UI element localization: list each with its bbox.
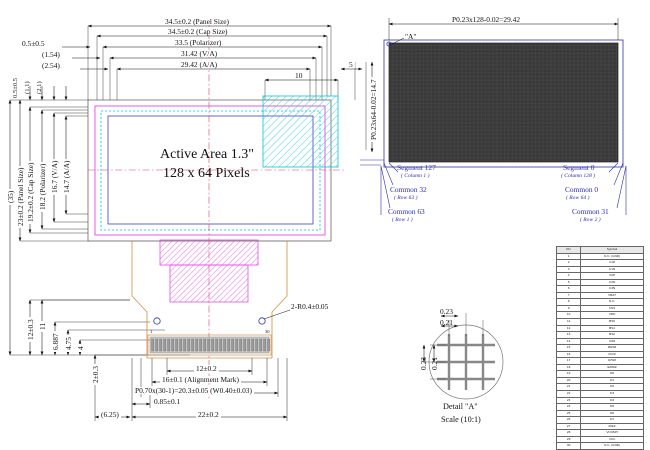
right-view-label-leaders (360, 159, 627, 215)
label-common-0-sub: ( Row 64 ) (566, 195, 590, 201)
dim-left-panel-size: 23±0.2 (Panel Size) (16, 165, 25, 228)
dim-right-side: P0.23x64-0.02=14.7 (369, 77, 378, 142)
detail-a-scale: Scale (10:1) (441, 415, 481, 424)
dim-polarizer: 33.5 (Polarizer) (173, 38, 224, 47)
detail-dim-v2: 0.21 (430, 357, 439, 370)
dim-bottom-085: 0.85±0.1 (152, 397, 183, 406)
radius-note: 2-R0.4±0.05 (291, 302, 329, 311)
dim-va: 31.42 (V/A) (179, 49, 220, 58)
dim-left-polarizer: 18.2 (Polarizer) (38, 161, 47, 212)
dim-right-top: P0.23x128-0.02=29.42 (450, 15, 523, 24)
callout-a-marker (386, 41, 392, 47)
label-common-0: Common 0 (565, 185, 599, 194)
dim-left-offset-05: 0.5±0.5 (12, 77, 19, 98)
pin-table-header-symbol: Symbol (580, 246, 644, 254)
connector-pins (147, 334, 272, 356)
top-dimension-lines (62, 24, 363, 82)
dim-left-offset-11: (1.1) (24, 81, 31, 94)
dim-left-aa: 14.7 (A/A) (62, 158, 71, 195)
dim-panel-size: 34.5±0.2 (Panel Size) (163, 17, 231, 26)
dim-bottom-pitch: P0.70x(30-1)=20.3±0.05 (W0.40±0.03) (133, 386, 254, 395)
label-segment-0: Segment 0 (563, 163, 595, 172)
dim-bottom-12: 12±0.2 (194, 364, 219, 373)
cap-outline (94, 105, 326, 236)
dim-bottom-625: (6.25) (99, 410, 121, 419)
label-common-31-sub: ( Row 2 ) (580, 217, 601, 223)
fpc-tail (159, 239, 259, 303)
dim-lower-475: 4.75 (64, 335, 73, 352)
dim-lower-11: 11 (38, 320, 47, 332)
connector-pin-last: 30 (265, 329, 270, 334)
dim-left-offset-21: (2.1) (36, 81, 43, 94)
left-lower-dimension-lines (28, 299, 97, 386)
dim-left-35: (35) (6, 188, 15, 205)
dim-lower-6887: 6.887 (51, 331, 60, 352)
callout-a-label: "A" (405, 32, 417, 41)
pin-symbol: N.C. (GND) (580, 442, 644, 450)
dim-offset-154: (1.54) (42, 50, 60, 59)
dim-offset-05: 0.5±0.5 (22, 39, 45, 48)
dim-left-cap-size: 19.2±0.2 (Cap Size) (26, 160, 35, 224)
label-segment-127: Segment 127 (397, 163, 436, 172)
connector-pin-first: 1 (150, 329, 153, 334)
detail-a-view (422, 313, 504, 400)
detail-a-title: Detail "A" (443, 402, 478, 411)
tail-body-outline (131, 241, 288, 359)
dim-bottom-22: 22±0.2 (196, 410, 221, 419)
right-view-glass (383, 39, 624, 168)
hatched-glass-region (262, 95, 339, 168)
dim-bottom-16: 16±0.1 (Alignment Mark) (160, 375, 241, 384)
detail-dim-v1: 0.23 (419, 357, 428, 370)
dim-cap-size: 34.5±0.2 (Cap Size) (166, 27, 230, 36)
dim-left-va: 16.7 (V/A) (50, 158, 59, 195)
label-segment-0-sub: ( Column 128 ) (561, 173, 596, 179)
active-area-title: Active Area 1.3" (160, 147, 254, 162)
radius-leader-line (263, 309, 291, 320)
alignment-mark-circles (153, 317, 266, 325)
dim-10: 10 (293, 71, 305, 80)
dim-lower-12: 12±0.3 (26, 317, 35, 342)
pin-number: 30 (555, 442, 582, 450)
active-area-subtitle: 128 x 64 Pixels (163, 166, 250, 181)
pin-table-header-row: Pin Symbol (555, 246, 644, 254)
label-common-32-sub: ( Row 63 ) (394, 195, 418, 201)
detail-dim-h2: 0.21 (440, 318, 453, 327)
detail-dim-h1: 0.23 (440, 307, 453, 316)
dim-offset-254: (2.54) (42, 61, 60, 70)
dim-aa: 29.42 (A/A) (179, 60, 220, 69)
label-common-32: Common 32 (390, 185, 427, 194)
pin-table-header-pin: Pin (555, 246, 582, 254)
polarizer-outline (100, 110, 321, 231)
centerlines (88, 20, 345, 400)
dim-5: 5 (347, 60, 355, 69)
dim-lower-4: 4 (76, 344, 85, 352)
callout-a-leader (389, 37, 405, 46)
label-common-63-sub: ( Row 1 ) (392, 217, 413, 223)
label-common-31: Common 31 (572, 207, 609, 216)
label-common-63: Common 63 (388, 207, 425, 216)
dim-lower-2: 2±0.3 (91, 364, 100, 385)
label-segment-127-sub: ( Column 1 ) (401, 173, 430, 179)
